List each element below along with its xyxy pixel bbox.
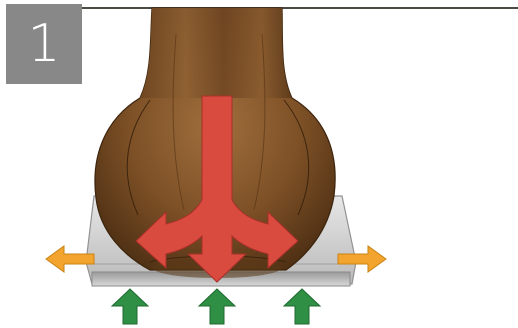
up-arrow-icon <box>112 289 148 324</box>
up-arrow-icon <box>284 289 320 324</box>
up-arrow-icon <box>199 289 235 324</box>
left-arrow-icon <box>46 246 94 272</box>
